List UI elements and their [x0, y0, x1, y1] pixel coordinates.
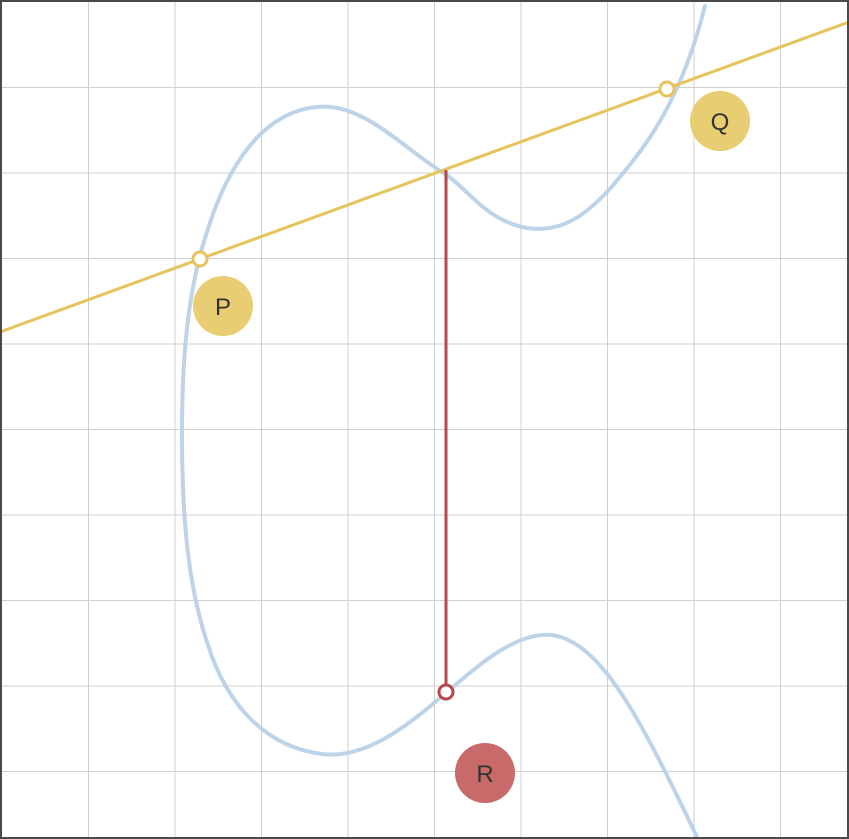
point-label-q: Q	[690, 91, 750, 151]
point-label-q-text: Q	[711, 109, 730, 136]
open-circle-marker-q[interactable]	[658, 80, 676, 98]
point-badge-p	[193, 276, 253, 336]
open-circle-marker-p[interactable]	[191, 250, 209, 268]
point-badge-q	[690, 91, 750, 151]
point-label-r-text: R	[476, 761, 493, 788]
elliptic-curve-lower	[180, 430, 699, 837]
secant-line-pq	[2, 21, 847, 333]
point-badge-r	[455, 743, 515, 803]
point-label-p-text: P	[215, 294, 231, 321]
point-label-p: P	[193, 276, 253, 336]
point-label-r: R	[455, 743, 515, 803]
elliptic-curve-upper	[180, 4, 707, 434]
open-circle-marker-r[interactable]	[437, 683, 455, 701]
